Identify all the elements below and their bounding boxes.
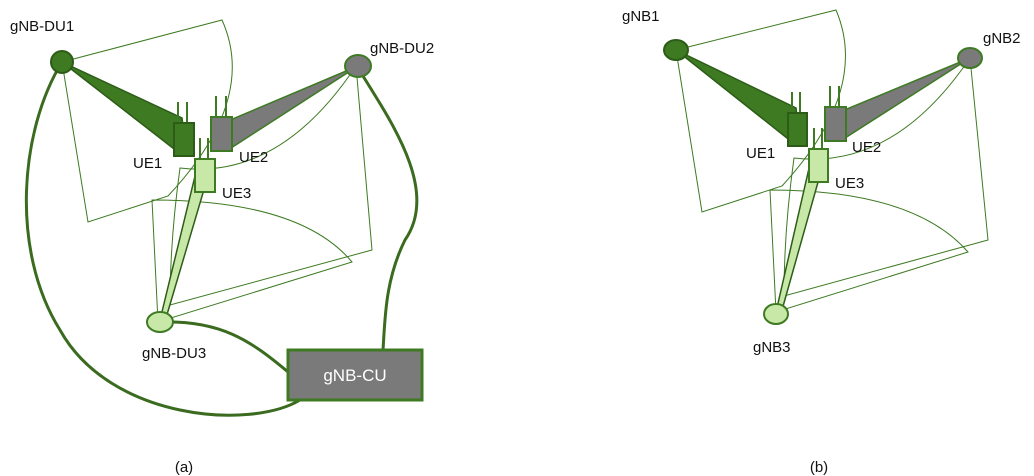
- beam-du2-ue2: [215, 65, 359, 151]
- gnb-du3-node: [146, 311, 174, 333]
- ue2-device-b: [824, 86, 847, 142]
- gnb-du1-label: gNB-DU1: [10, 18, 74, 35]
- gnb3-label: gNB3: [753, 339, 791, 356]
- ue3-label: UE3: [222, 185, 251, 202]
- gnb1-node: [663, 39, 689, 61]
- link-du1-cu: [24, 61, 301, 417]
- gnb2-coverage-sector: [783, 56, 989, 297]
- beam-gnb2-ue2: [829, 57, 971, 141]
- ue2-device: [210, 96, 233, 152]
- du3-coverage-sector: [151, 199, 353, 323]
- gnb2-node: [957, 47, 983, 69]
- gnb-cu-box: [286, 348, 424, 402]
- ue2-label-b: UE2: [852, 139, 881, 156]
- caption-a: (a): [175, 459, 193, 476]
- beam-gnb1-ue1: [675, 49, 801, 143]
- gnb3-node: [763, 303, 789, 325]
- ue1-device: [173, 102, 195, 157]
- ue1-device-b: [787, 92, 808, 147]
- caption-b: (b): [810, 459, 828, 476]
- gnb2-label: gNB2: [983, 30, 1021, 47]
- gnb1-label: gNB1: [622, 8, 660, 25]
- beam-du3-ue3: [158, 171, 209, 322]
- ue3-device: [194, 138, 216, 193]
- ue1-label-b: UE1: [746, 145, 775, 162]
- gnb-cu-label: gNB-CU: [323, 366, 386, 385]
- panel-b: gNB1 gNB2 gNB3 UE1 UE2 UE3 (b): [622, 8, 1021, 476]
- du1-coverage-sector: [61, 19, 233, 223]
- gnb3-coverage-sector: [769, 189, 969, 313]
- panel-a: gNB-CU gNB-DU1 gNB-DU2 gNB-DU3 UE1 UE2 U…: [10, 18, 434, 476]
- beam-gnb3-ue3: [774, 163, 823, 314]
- ue1-label: UE1: [133, 155, 162, 172]
- gnb1-coverage-sector: [675, 9, 846, 213]
- gnb-du1-node: [50, 50, 74, 74]
- gnb-du2-label: gNB-DU2: [370, 40, 434, 57]
- ue3-device-b: [808, 128, 829, 183]
- beam-du1-ue1: [61, 61, 187, 153]
- link-du3-cu: [159, 320, 289, 374]
- gnb-du3-label: gNB-DU3: [142, 345, 206, 362]
- ue3-label-b: UE3: [835, 175, 864, 192]
- gnb-du2-node: [344, 54, 372, 78]
- link-du2-cu: [356, 67, 419, 351]
- ue2-label: UE2: [239, 149, 268, 166]
